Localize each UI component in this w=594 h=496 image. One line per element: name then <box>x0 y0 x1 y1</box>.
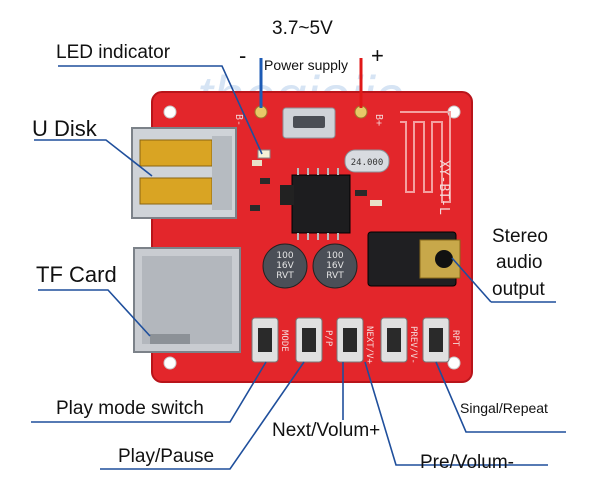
plus-sign: + <box>371 43 384 68</box>
silk-mode: MODE <box>279 330 289 352</box>
output-label: output <box>492 279 545 300</box>
crystal-label: 24.000 <box>351 158 384 168</box>
led-indicator-label: LED indicator <box>56 42 171 63</box>
svg-text:16V: 16V <box>276 261 294 271</box>
silk-pp: P/P <box>323 330 333 347</box>
pad-minus-label: B- <box>233 114 244 126</box>
pad-plus-label: B+ <box>373 114 384 126</box>
silk-next: NEXT/V+ <box>364 326 374 365</box>
pcb-board: XY-BT-L B- B+ 24.000 100 <box>131 91 473 383</box>
pre-volume-down-label: Pre/Volum- <box>420 452 514 473</box>
stereo-label: Stereo <box>492 226 548 247</box>
audio-jack <box>367 231 461 287</box>
push-buttons <box>251 317 450 363</box>
u-disk-label: U Disk <box>32 116 97 141</box>
capacitor-2: 100 16V RVT <box>312 243 358 289</box>
minus-sign: - <box>239 43 246 68</box>
silk-prev: PREV/V- <box>408 326 418 364</box>
audio-label: audio <box>496 252 543 273</box>
leader-lines <box>31 65 566 470</box>
capacitor-1: 100 16V RVT <box>262 243 308 289</box>
supply-voltage: 3.7~5V <box>272 18 333 39</box>
board-model: XY-BT-L <box>436 160 451 215</box>
play-mode-switch-label: Play mode switch <box>56 398 204 419</box>
silk-rpt: RPT <box>450 330 460 347</box>
svg-text:100: 100 <box>276 251 293 261</box>
svg-text:100: 100 <box>326 251 343 261</box>
tf-card-slot <box>133 247 241 353</box>
play-pause-label: Play/Pause <box>118 446 215 467</box>
tf-card-label: TF Card <box>36 262 117 287</box>
power-wires <box>259 58 363 108</box>
svg-text:16V: 16V <box>326 261 344 271</box>
next-volume-up-label: Next/Volum+ <box>272 420 381 441</box>
power-supply-label: Power supply <box>264 57 349 73</box>
singal-repeat-label: Singal/Repeat <box>460 400 548 416</box>
svg-text:RVT: RVT <box>276 271 294 281</box>
svg-text:RVT: RVT <box>326 271 344 281</box>
